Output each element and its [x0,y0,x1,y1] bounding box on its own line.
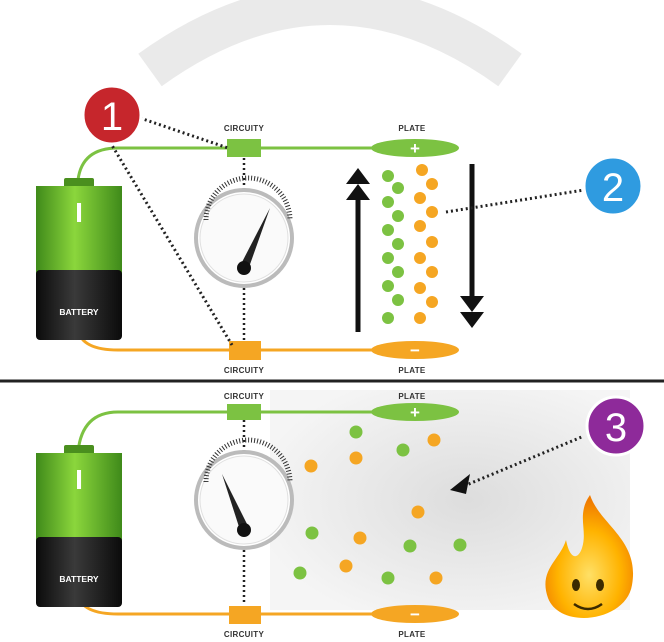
svg-text:−: − [410,605,420,624]
callout-1: 1 [81,84,143,146]
bottom-plate-label-lower: PLATE [398,630,425,639]
gauge-icon [194,175,294,288]
svg-text:3: 3 [605,406,627,450]
top-plate-label-lower: PLATE [398,366,425,375]
svg-text:+: + [410,403,420,422]
battery-icon: I BATTERY [36,178,122,340]
battery-mark: I [75,197,83,228]
top-plate-minus [371,341,459,359]
bottom-plate-label-upper: PLATE [398,392,425,401]
flame-mascot-icon [545,495,634,618]
top-electron-stack [382,164,438,324]
top-circuity-label-upper: CIRCUITY [224,124,265,133]
bottom-circuity-label-upper: CIRCUITY [224,392,265,401]
top-circuity-block-orange [229,341,261,360]
svg-text:1: 1 [101,95,123,139]
svg-text:−: − [410,341,420,360]
top-wire-green [76,146,390,181]
gauge-icon-bottom [194,437,294,550]
callout-3: 3 [585,395,647,457]
top-plate-plus [371,139,459,157]
arrow-down-icon [460,164,484,328]
svg-text:+: + [410,139,420,158]
bottom-electrons-scattered [293,425,467,585]
bottom-panel: CIRCUITY CIRCUITY + − PLATE PLATE [36,390,647,639]
top-circuity-label-lower: CIRCUITY [224,366,265,375]
top-plate-label-upper: PLATE [398,124,425,133]
svg-text:I: I [75,464,83,495]
battery-label: BATTERY [59,307,99,317]
arrow-up-icon [346,168,370,332]
watermark-seal [138,0,522,87]
top-panel: CIRCUITY CIRCUITY + − PLATE PLATE [36,84,644,375]
callout-2: 2 [582,155,644,217]
battery-icon-bottom: I BATTERY [36,445,122,607]
battery-label-bottom: BATTERY [59,574,99,584]
svg-text:2: 2 [602,166,624,210]
bottom-circuity-label-lower: CIRCUITY [224,630,265,639]
top-circuity-block-green [227,139,261,157]
